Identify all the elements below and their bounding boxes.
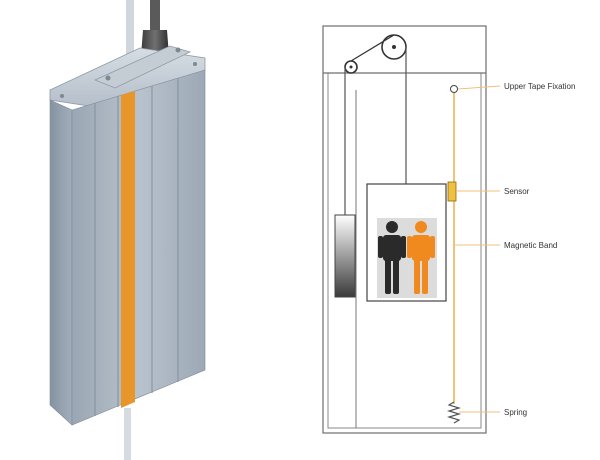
counterweight — [334, 214, 356, 298]
shaft-outline — [322, 25, 487, 434]
person-dark-icon — [378, 221, 406, 294]
upper-tape-fixation-point — [450, 85, 458, 93]
spring-icon — [446, 401, 462, 424]
housing-side — [49, 99, 73, 426]
label-sensor: Sensor — [504, 187, 530, 196]
label-spring: Spring — [504, 408, 527, 417]
tape-below — [124, 408, 131, 460]
person-orange-icon — [407, 221, 435, 294]
tape-above — [126, 0, 134, 60]
sensor-block — [447, 181, 457, 202]
magnetic-tape — [121, 91, 135, 408]
deflector-sheave-hub — [349, 65, 353, 69]
screw-icon — [175, 47, 181, 53]
screw-icon — [60, 94, 64, 98]
screw-icon — [105, 75, 111, 81]
label-magnetic-band: Magnetic Band — [504, 241, 557, 250]
screw-icon — [193, 62, 197, 66]
sensor-housing-render — [49, 0, 206, 460]
shaft-schematic: Upper Tape Fixation Sensor Magnetic Band… — [322, 25, 575, 434]
leader-upper — [457, 85, 501, 90]
housing-front — [71, 69, 206, 426]
traction-sheave-hub — [392, 45, 396, 49]
label-upper-tape-fixation: Upper Tape Fixation — [504, 82, 575, 91]
cable — [150, 0, 160, 30]
rope — [350, 34, 395, 62]
mounting-bracket — [93, 45, 192, 89]
